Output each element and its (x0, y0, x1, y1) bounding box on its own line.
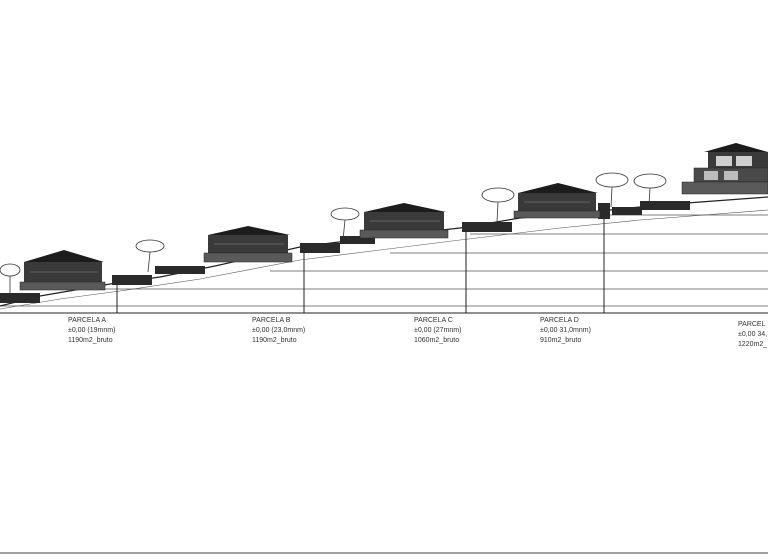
wall (598, 203, 610, 219)
parcel-level: ±0,00 (27mnm) (414, 327, 462, 334)
parcel-label-e: PARCEL ±0,00 34, 1220m2_ (738, 320, 767, 350)
parcel-level: ±0,00 31,0mnm) (540, 327, 591, 334)
tree (0, 263, 21, 296)
wall (340, 236, 375, 244)
parcel-label-c: PARCELA C ±0,00 (27mnm) 1060m2_bruto (414, 316, 461, 346)
parcel-name: PARCELA A (68, 317, 107, 324)
parcel-name: PARCELA B (252, 317, 291, 324)
trees (0, 172, 667, 296)
house-a (19, 250, 106, 291)
house-e (681, 143, 768, 195)
tree (135, 239, 165, 273)
house-base (19, 281, 106, 291)
wall (155, 266, 205, 274)
house-base (513, 210, 601, 219)
wall (0, 293, 40, 303)
wall (112, 275, 152, 285)
house-c (359, 203, 449, 239)
datum-lines (0, 214, 768, 314)
terrain-line-lower (0, 209, 768, 310)
roof (704, 143, 768, 152)
parcel-label-b: PARCELA B ±0,00 (23,0mnm) 1190m2_bruto (252, 316, 305, 346)
parcel-boundaries (116, 210, 605, 313)
window (704, 171, 718, 180)
wall (300, 243, 340, 253)
parcel-level: ±0,00 34, (738, 331, 768, 338)
tree (633, 173, 667, 206)
roof (208, 226, 290, 235)
tree (481, 187, 515, 223)
parcel-area: 1220m2_ (738, 341, 768, 348)
wall (640, 201, 690, 210)
house-b (203, 226, 293, 263)
roof (518, 183, 598, 193)
window (716, 156, 732, 166)
wall (612, 207, 642, 215)
tree (595, 172, 629, 208)
window (736, 156, 752, 166)
tree (330, 207, 360, 241)
house-base (359, 229, 449, 239)
parcel-area: 1190m2_bruto (252, 337, 297, 344)
roof (24, 250, 104, 262)
parcel-area: 1060m2_bruto (414, 337, 460, 344)
lower-floor (681, 181, 768, 195)
parcel-label-a: PARCELA A ±0,00 (19mnm) 1190m2_bruto (68, 316, 115, 346)
parcel-level: ±0,00 (19mnm) (68, 327, 116, 334)
parcel-name: PARCELA D (540, 317, 579, 324)
retaining-walls (0, 201, 690, 303)
parcel-level: ±0,00 (23,0mnm) (252, 327, 306, 334)
parcel-area: 1190m2_bruto (68, 337, 113, 344)
wall (462, 222, 512, 232)
parcel-name: PARCEL (738, 321, 766, 328)
parcel-label-d: PARCELA D ±0,00 31,0mnm) 910m2_bruto (540, 316, 591, 346)
window (724, 171, 738, 180)
parcel-area: 910m2_bruto (540, 337, 582, 344)
parcel-name: PARCELA C (414, 317, 453, 324)
house-d (513, 183, 601, 219)
house-base (203, 252, 293, 263)
roof (364, 203, 446, 212)
